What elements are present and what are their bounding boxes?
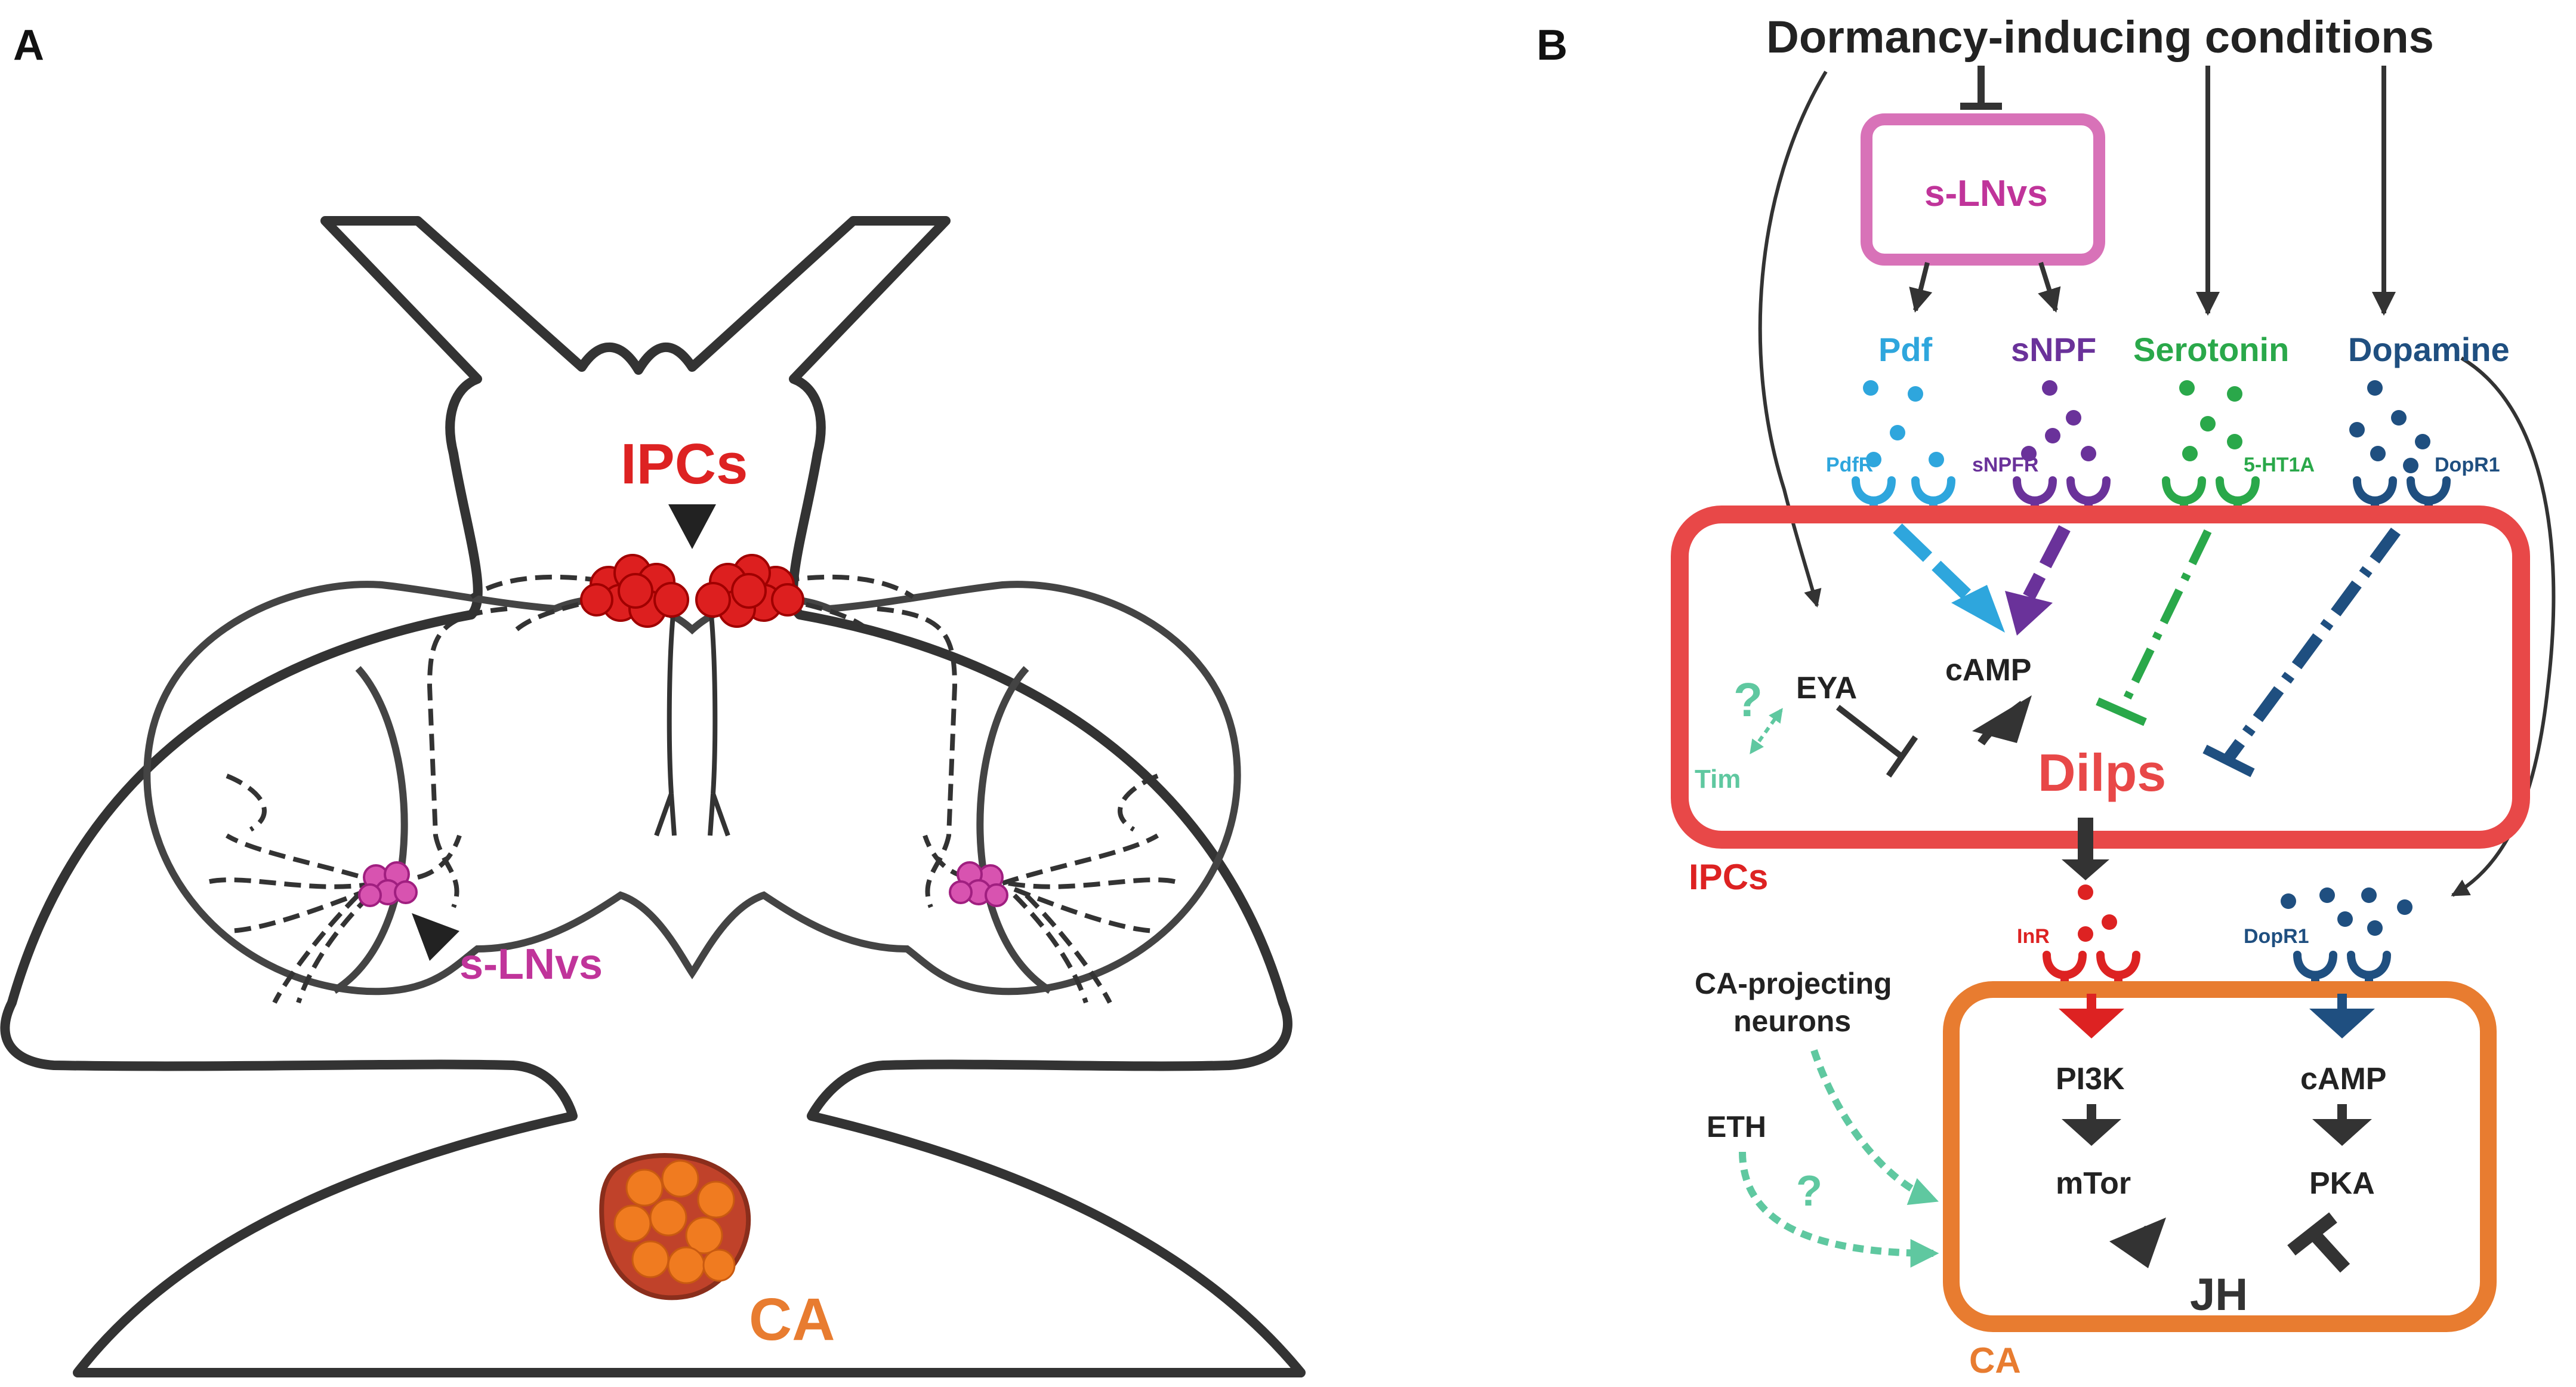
- panel-b: B Dormancy-inducing conditions s-LNvs Pd…: [1537, 12, 2556, 1380]
- inr-to-pi3k-head: [2059, 1009, 2124, 1038]
- ca-box-label: CA: [1969, 1340, 2021, 1380]
- pka-to-jh-inhibit: [2310, 1231, 2350, 1273]
- pdf-label: Pdf: [1878, 331, 1933, 368]
- dopamine-label: Dopamine: [2348, 331, 2510, 368]
- serotonin-inhibit-bar: [2096, 697, 2147, 726]
- ipc-projections: [427, 574, 958, 908]
- snpfr-label: sNPFR: [1972, 454, 2038, 476]
- slnv-projections: [202, 773, 1183, 1004]
- snpf-to-camp-arrow: [2023, 525, 2071, 600]
- snpf-ligands: [2021, 380, 2096, 461]
- dilps-release-head: [2062, 859, 2109, 880]
- eth-question-mark: ?: [1796, 1167, 1822, 1215]
- left-lobe-divider: [332, 665, 408, 994]
- eth-label: ETH: [1707, 1110, 1766, 1143]
- dopr1-label-ca: DopR1: [2244, 925, 2309, 948]
- snpf-to-camp-head: [2005, 591, 2053, 636]
- ca-projecting-line1: CA-projecting: [1695, 967, 1892, 1000]
- panel-a: A: [0, 21, 1306, 1377]
- ipcs-pointer-icon: [668, 504, 716, 549]
- inner-neuropil-outline: [143, 581, 1241, 995]
- dopamine-to-ca-dopr1-arrow: [2451, 356, 2556, 897]
- pdf-to-camp-arrow: [1893, 523, 1980, 608]
- jh-label: JH: [2190, 1269, 2248, 1320]
- serotonin-label: Serotonin: [2133, 331, 2289, 368]
- slnvs-box: [1861, 113, 2105, 266]
- brain-outline: [0, 216, 1306, 1377]
- dormancy-conditions-label: Dormancy-inducing conditions: [1766, 12, 2434, 63]
- ca-box: [1943, 981, 2497, 1332]
- ca-label: CA: [749, 1286, 835, 1353]
- ht1a-label: 5-HT1A: [2244, 454, 2315, 476]
- eya-tim-double-arrow: [1750, 708, 1783, 754]
- slnvs-to-pdf-arrow: [1909, 262, 1933, 313]
- ca-dopamine-ligands: [2281, 887, 2413, 936]
- pka-label: PKA: [2309, 1166, 2375, 1201]
- serotonin-ligands: [2179, 380, 2242, 461]
- pka-inhibit-bar: [2287, 1212, 2337, 1256]
- camp-to-pka-head: [2312, 1119, 2372, 1146]
- pi3k-label: PI3K: [2056, 1062, 2125, 1096]
- dopr1-label-top: DopR1: [2435, 454, 2500, 476]
- slnv-cells-right: [949, 861, 1008, 907]
- dilps-label: Dilps: [2038, 743, 2166, 802]
- eth-arrow: [1739, 1151, 1939, 1268]
- slnvs-to-snpf-arrow: [2038, 261, 2061, 313]
- panel-a-label: A: [13, 21, 44, 69]
- eya-to-dilps-inhibit: [1835, 705, 1906, 760]
- tim-label: Tim: [1695, 765, 1741, 794]
- right-lobe-divider: [976, 665, 1053, 994]
- serotonin-to-dilps-inhibit: [2117, 529, 2212, 713]
- ca-camp-label: cAMP: [2300, 1062, 2386, 1096]
- dopamine-ligands: [2349, 380, 2430, 473]
- slnv-cells-left: [358, 861, 418, 907]
- pdf-to-camp-head: [1951, 585, 2005, 633]
- slnvs-box-label: s-LNvs: [1924, 173, 2048, 214]
- dilp-ligands: [2078, 884, 2117, 942]
- top-to-eya-arrow: [1758, 70, 1828, 608]
- slnvs-label: s-LNvs: [459, 941, 603, 988]
- ca-projecting-line2: neurons: [1733, 1004, 1851, 1038]
- ipc-cells-right: [695, 554, 804, 628]
- ipcs-box-label: IPCs: [1689, 857, 1768, 897]
- mtor-label: mTor: [2056, 1166, 2131, 1201]
- inr-label: InR: [2017, 925, 2050, 948]
- top-to-slnvs-inhibit: [1960, 66, 2002, 110]
- camp-to-dilps-head: [1972, 695, 2032, 743]
- panel-b-label: B: [1537, 21, 1568, 69]
- ipc-axons: [654, 602, 730, 837]
- mtor-to-jh-head: [2109, 1218, 2166, 1268]
- pdfr-label: PdfR: [1826, 454, 1873, 476]
- pi3k-to-mtor-head: [2062, 1119, 2121, 1146]
- corpora-allata: [599, 1153, 751, 1300]
- snpf-label: sNPF: [2011, 331, 2096, 368]
- dopamine-to-dilps-inhibit: [2223, 528, 2401, 762]
- dopamine-inhibit-bar: [2202, 744, 2255, 778]
- pdf-ligands: [1863, 380, 1944, 467]
- ipcs-label: IPCs: [621, 432, 748, 496]
- ipc-camp-label: cAMP: [1945, 653, 2031, 688]
- slnvs-pointer-icon: [412, 913, 459, 961]
- ipcs-box: [1671, 506, 2530, 849]
- dopr1-to-camp-head: [2309, 1009, 2375, 1038]
- eya-inhibit-bar: [1886, 735, 1918, 778]
- ipc-cells-left: [580, 554, 689, 628]
- ca-projecting-arrow: [1810, 1049, 1939, 1205]
- eya-label: EYA: [1796, 671, 1857, 705]
- ipc-question-mark: ?: [1733, 673, 1763, 726]
